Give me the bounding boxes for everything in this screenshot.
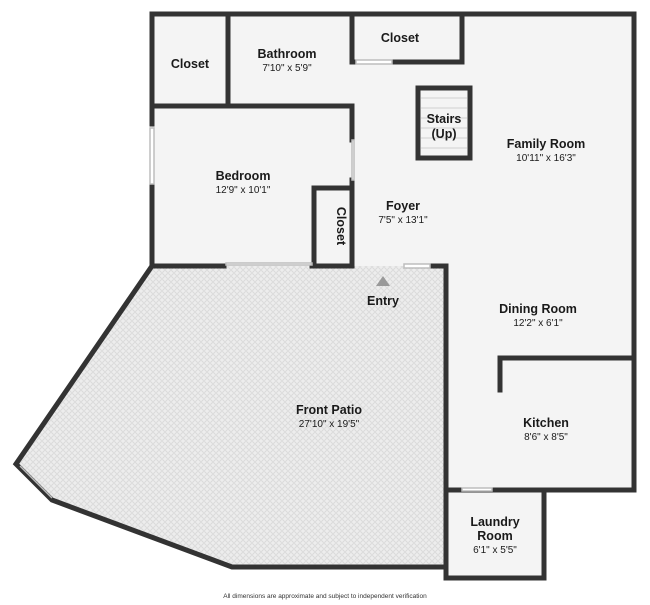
foyer-dim: 7'5" x 13'1" xyxy=(378,215,428,226)
kitchen-name: Kitchen xyxy=(523,416,569,430)
dining-room-dim: 12'2" x 6'1" xyxy=(513,318,563,329)
stairs-direction: (Up) xyxy=(432,127,457,141)
bedroom-name: Bedroom xyxy=(216,169,271,183)
bedroom-dim: 12'9" x 10'1" xyxy=(216,185,271,196)
family-room-dim: 10'11" x 16'3" xyxy=(516,153,576,164)
laundry-floor xyxy=(446,490,544,578)
walls xyxy=(12,11,637,581)
front-patio-name: Front Patio xyxy=(296,403,362,417)
stairs-name: Stairs xyxy=(427,112,462,126)
closet-top-left-name: Closet xyxy=(171,57,210,71)
stairs-treads xyxy=(421,97,467,149)
bathroom-dim: 7'10" x 5'9" xyxy=(262,63,312,74)
kitchen-dim: 8'6" x 8'5" xyxy=(524,432,568,443)
laundry-room-name-2: Room xyxy=(477,529,512,543)
bathroom-name: Bathroom xyxy=(257,47,316,61)
closet-top-name: Closet xyxy=(381,31,420,45)
laundry-room-name: Laundry xyxy=(470,515,519,529)
disclaimer-text: All dimensions are approximate and subje… xyxy=(223,593,427,600)
dining-room-name: Dining Room xyxy=(499,302,577,316)
front-patio-area xyxy=(16,266,446,567)
foyer-name: Foyer xyxy=(386,199,420,213)
room-labels: Closet Bathroom 7'10" x 5'9" Closet Stai… xyxy=(171,31,585,556)
entry-arrow-icon xyxy=(376,276,390,286)
entry-name: Entry xyxy=(367,294,399,308)
laundry-room-dim: 6'1" x 5'5" xyxy=(473,545,517,556)
closet-vertical-name: Closet xyxy=(334,207,348,246)
family-room-name: Family Room xyxy=(507,137,586,151)
windows xyxy=(19,59,493,499)
front-patio-dim: 27'10" x 19'5" xyxy=(299,419,360,430)
